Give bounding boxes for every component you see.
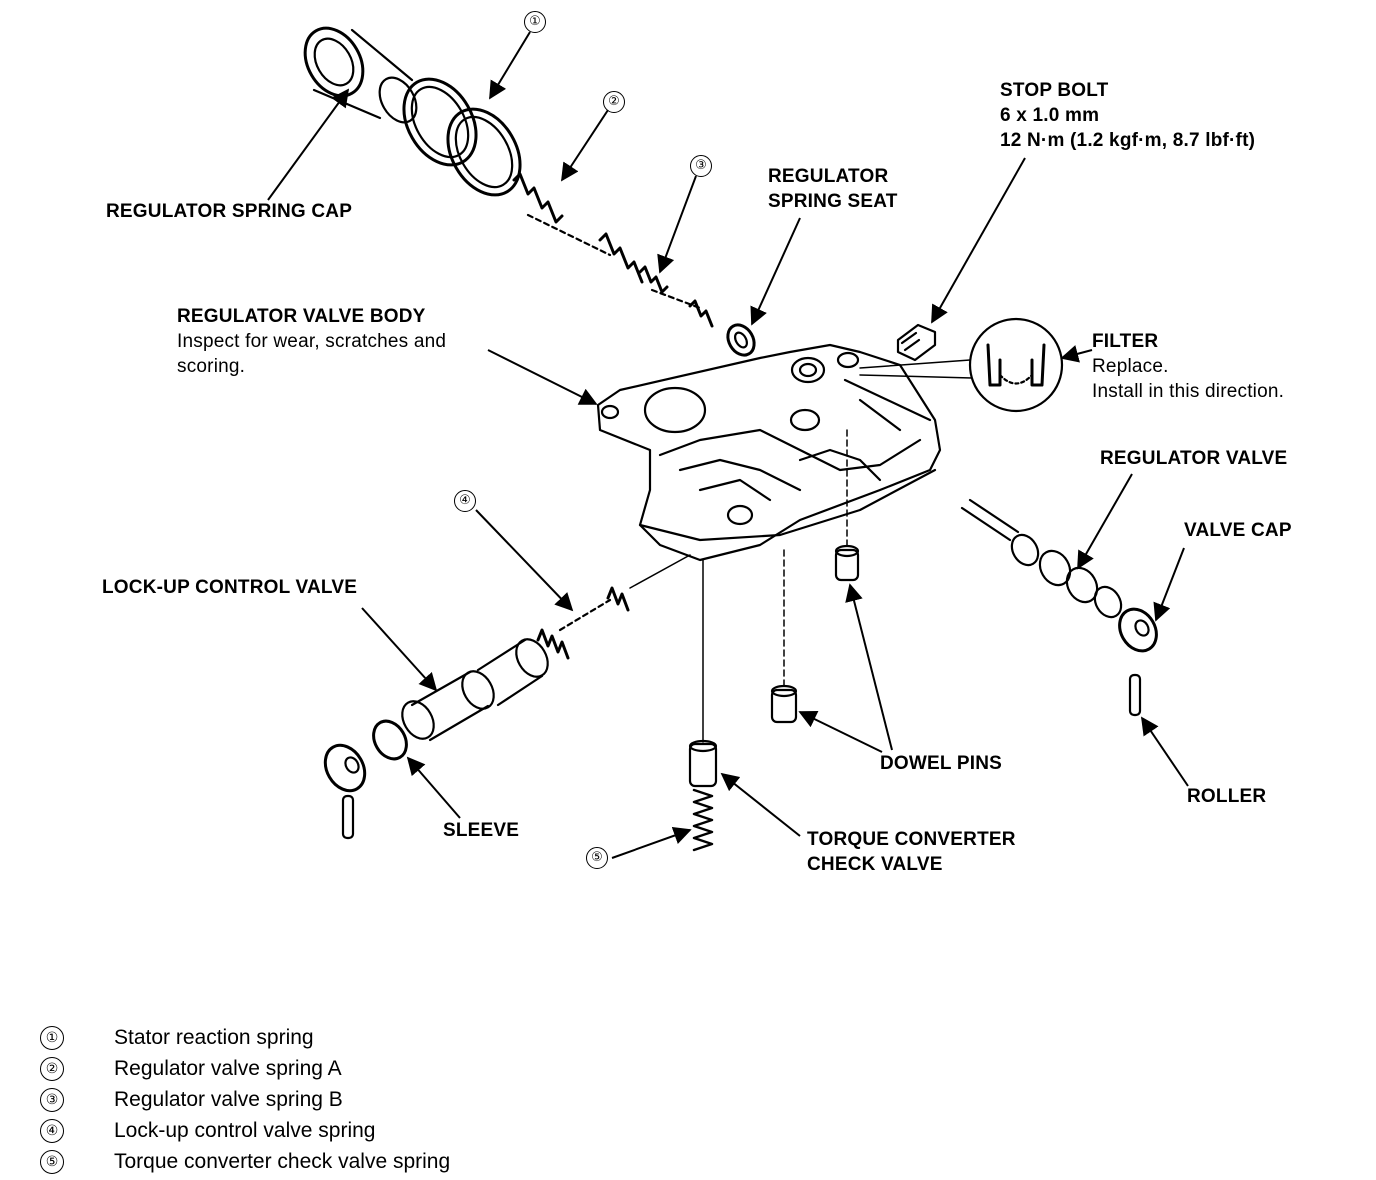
legend-item: ② Regulator valve spring A bbox=[40, 1053, 450, 1084]
callout-3: ③ bbox=[690, 155, 712, 177]
filter-note-2: Install in this direction. bbox=[1092, 381, 1285, 402]
leader-regulator-valve bbox=[1077, 473, 1133, 570]
legend: ① Stator reaction spring ② Regulator val… bbox=[40, 1022, 450, 1177]
callout-1: ① bbox=[524, 11, 546, 33]
label-regulator-spring-seat: REGULATOR SPRING SEAT bbox=[768, 164, 898, 214]
label-sleeve: SLEEVE bbox=[443, 820, 520, 841]
leader-callout-1 bbox=[489, 31, 531, 100]
label-regulator-spring-seat-line2: SPRING SEAT bbox=[768, 191, 898, 212]
legend-number: ② bbox=[40, 1056, 64, 1081]
label-lockup-control-valve: LOCK-UP CONTROL VALVE bbox=[102, 577, 358, 598]
leader-callout-2 bbox=[561, 109, 609, 182]
legend-text: Torque converter check valve spring bbox=[114, 1149, 451, 1173]
sleeve-part bbox=[372, 719, 408, 761]
leader-stop-bolt bbox=[931, 157, 1026, 324]
leader-callout-5 bbox=[611, 827, 692, 859]
tc-check-valve-line1: TORQUE CONVERTER bbox=[807, 829, 1016, 850]
legend-number: ④ bbox=[40, 1118, 64, 1143]
regulator-valve-body-part bbox=[596, 343, 942, 562]
regulator-valve-part bbox=[960, 498, 1123, 619]
roller-part bbox=[1128, 673, 1142, 717]
label-stop-bolt: STOP BOLT 6 x 1.0 mm 12 N·m (1.2 kgf·m, … bbox=[1000, 78, 1255, 153]
label-regulator-valve-body: REGULATOR VALVE BODY Inspect for wear, s… bbox=[177, 304, 446, 379]
valve-cap-part bbox=[1118, 607, 1158, 653]
legend-number: ③ bbox=[40, 1087, 64, 1112]
regulator-valve-body-note-2: scoring. bbox=[177, 356, 246, 377]
leader-callout-3 bbox=[657, 175, 697, 274]
callout-4: ④ bbox=[454, 490, 476, 512]
regulator-valve-body-title: REGULATOR VALVE BODY bbox=[177, 306, 426, 327]
regulator-valve-spring-b-part bbox=[638, 265, 714, 328]
callout-2: ② bbox=[603, 91, 625, 113]
filter-detail-circle bbox=[859, 317, 1064, 413]
lockup-control-valve-part bbox=[401, 638, 549, 742]
legend-text: Stator reaction spring bbox=[114, 1025, 314, 1049]
stop-bolt-part bbox=[896, 323, 937, 362]
dowel-pin-part bbox=[770, 429, 860, 724]
label-filter: FILTER Replace. Install in this directio… bbox=[1092, 329, 1284, 404]
legend-item: ④ Lock-up control valve spring bbox=[40, 1115, 450, 1146]
stop-bolt-size: 6 x 1.0 mm bbox=[1000, 105, 1100, 126]
lockup-control-valve-spring-part bbox=[536, 554, 691, 660]
stop-bolt-title: STOP BOLT bbox=[1000, 80, 1109, 101]
leader-valve-cap bbox=[1153, 547, 1185, 622]
regulator-spring-seat-part bbox=[726, 323, 756, 357]
stator-reaction-spring-part bbox=[402, 77, 522, 197]
label-regulator-valve: REGULATOR VALVE bbox=[1100, 448, 1288, 469]
label-torque-converter-check-valve: TORQUE CONVERTER CHECK VALVE bbox=[807, 827, 1016, 877]
tc-check-valve-line2: CHECK VALVE bbox=[807, 854, 943, 875]
leader-dowel-pin-2 bbox=[798, 711, 883, 753]
legend-item: ③ Regulator valve spring B bbox=[40, 1084, 450, 1115]
legend-item: ① Stator reaction spring bbox=[40, 1022, 450, 1053]
regulator-valve-body-note-1: Inspect for wear, scratches and bbox=[177, 331, 447, 352]
filter-title: FILTER bbox=[1092, 331, 1159, 352]
legend-item: ⑤ Torque converter check valve spring bbox=[40, 1146, 450, 1177]
stop-bolt-torque: 12 N·m (1.2 kgf·m, 8.7 lbf·ft) bbox=[1000, 130, 1256, 151]
leader-dowel-pin-1 bbox=[845, 583, 893, 751]
label-dowel-pins: DOWEL PINS bbox=[880, 753, 1002, 774]
label-regulator-spring-cap: REGULATOR SPRING CAP bbox=[106, 201, 353, 222]
callout-5: ⑤ bbox=[586, 847, 608, 869]
label-regulator-spring-seat-line1: REGULATOR bbox=[768, 166, 889, 187]
legend-text: Regulator valve spring B bbox=[114, 1087, 343, 1111]
leader-lines bbox=[267, 31, 1189, 859]
lockup-end-cap-part bbox=[323, 743, 367, 840]
leader-sleeve bbox=[406, 756, 461, 819]
legend-text: Regulator valve spring A bbox=[114, 1056, 342, 1080]
torque-converter-check-valve-part bbox=[688, 559, 718, 852]
leader-torque-converter-check-valve bbox=[720, 772, 801, 837]
leader-regulator-spring-cap bbox=[267, 88, 350, 201]
filter-note-1: Replace. bbox=[1092, 356, 1169, 377]
legend-text: Lock-up control valve spring bbox=[114, 1118, 376, 1142]
legend-number: ① bbox=[40, 1025, 64, 1050]
leader-regulator-valve-body bbox=[487, 349, 598, 405]
leader-filter bbox=[1060, 345, 1093, 363]
label-valve-cap: VALVE CAP bbox=[1184, 520, 1292, 541]
label-roller: ROLLER bbox=[1187, 786, 1267, 807]
leader-callout-4 bbox=[475, 509, 574, 612]
leader-regulator-spring-seat bbox=[750, 217, 801, 326]
regulator-valve-spring-a-part bbox=[512, 172, 644, 284]
legend-number: ⑤ bbox=[40, 1149, 64, 1174]
leader-lockup-control-valve bbox=[361, 607, 438, 692]
leader-roller bbox=[1140, 716, 1189, 787]
